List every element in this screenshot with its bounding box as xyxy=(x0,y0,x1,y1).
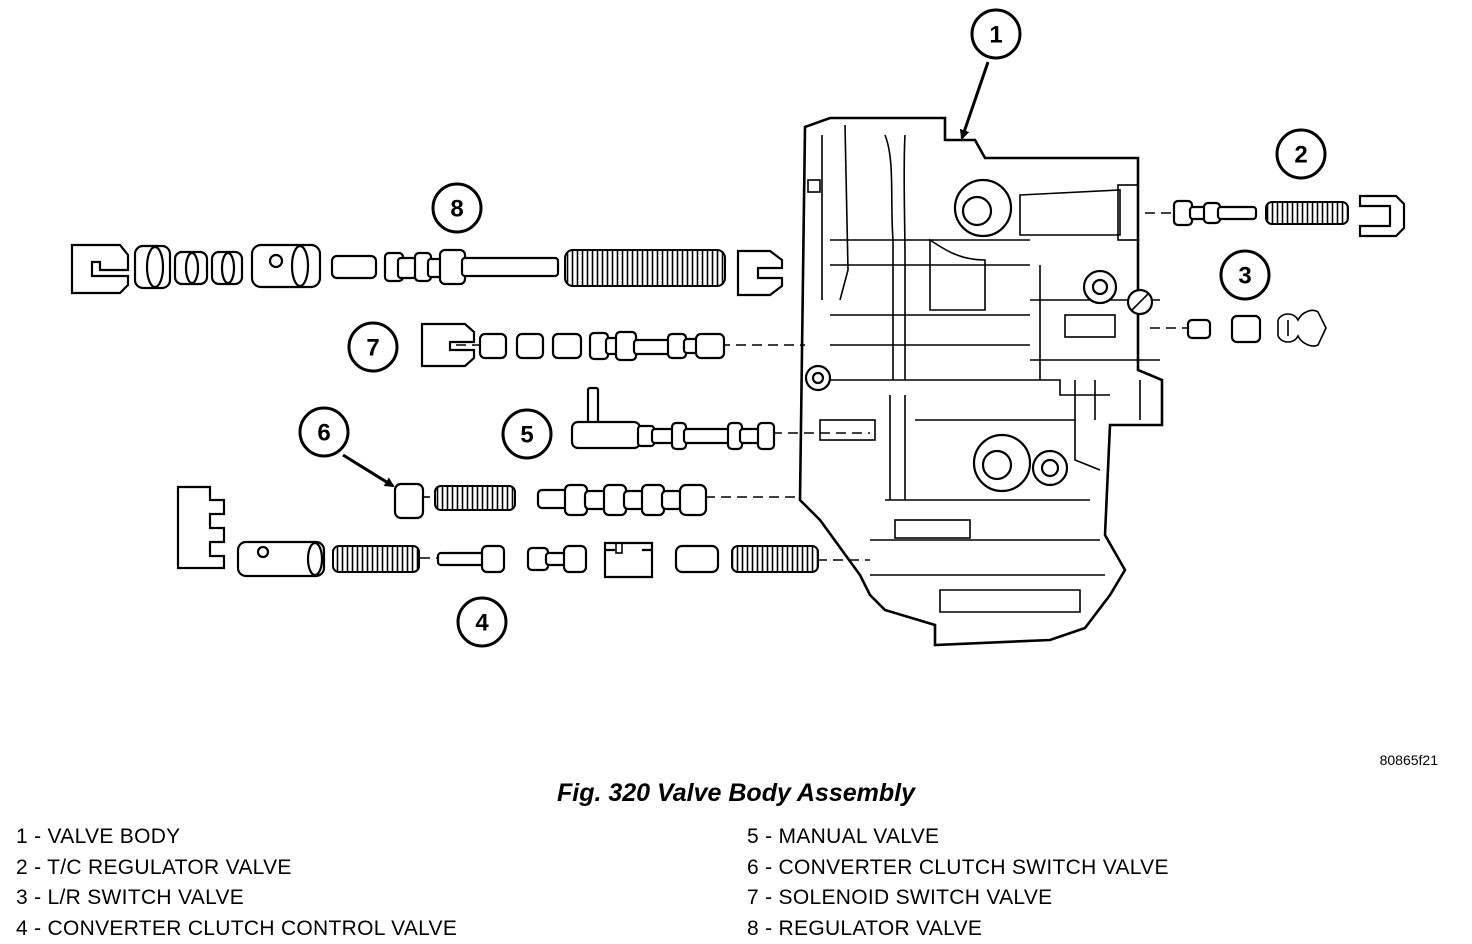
legend-item: 4 - CONVERTER CLUTCH CONTROL VALVE xyxy=(16,916,458,940)
legend-item: 2 - T/C REGULATOR VALVE xyxy=(16,855,292,879)
legend-item: 6 - CONVERTER CLUTCH SWITCH VALVE xyxy=(747,855,1169,879)
valve-body xyxy=(798,116,1164,647)
legend-item: 3 - L/R SWITCH VALVE xyxy=(16,886,245,909)
callout-6-label: 6 xyxy=(317,420,330,447)
figure-caption: Fig. 320 Valve Body Assembly xyxy=(556,779,916,807)
callout-2-label: 2 xyxy=(1294,142,1307,169)
callout-5-label: 5 xyxy=(520,422,533,449)
callout-2: 2 xyxy=(1275,128,1327,180)
legend-item: 8 - REGULATOR VALVE xyxy=(747,916,983,940)
callout-1: 1 xyxy=(970,8,1022,60)
legend-item: 5 - MANUAL VALVE xyxy=(747,825,940,848)
lr-switch-valve-parts xyxy=(1186,309,1327,347)
converter-clutch-control-valve-parts xyxy=(176,485,819,579)
regulator-valve-parts xyxy=(70,243,784,297)
legend-item: 7 - SOLENOID SWITCH VALVE xyxy=(747,886,1053,909)
legend-item: 1 - VALVE BODY xyxy=(16,825,181,848)
callout-7: 7 xyxy=(347,321,399,373)
image-code: 80865f21 xyxy=(1379,752,1438,768)
callout-3: 3 xyxy=(1219,249,1271,301)
converter-clutch-switch-valve-parts xyxy=(393,482,708,520)
callout-3-label: 3 xyxy=(1238,263,1251,290)
tc-regulator-valve-parts xyxy=(1172,194,1406,238)
legend-right-column: 5 - MANUAL VALVE 6 - CONVERTER CLUTCH SW… xyxy=(747,822,1169,944)
legend-left-column: 1 - VALVE BODY 2 - T/C REGULATOR VALVE 3… xyxy=(16,822,457,944)
callout-8-label: 8 xyxy=(450,196,463,223)
callout-6: 6 xyxy=(298,406,350,458)
callout-5: 5 xyxy=(501,408,553,460)
callout-7-label: 7 xyxy=(366,335,379,362)
callout-8: 8 xyxy=(431,182,483,234)
callout-4-label: 4 xyxy=(475,610,489,637)
callout-1-label: 1 xyxy=(989,22,1002,49)
valve-body-exploded-diagram: 1 2 3 4 5 6 7 8 xyxy=(70,8,1406,648)
solenoid-switch-valve-parts xyxy=(420,322,726,368)
manual-valve-parts xyxy=(570,386,776,451)
callout-4: 4 xyxy=(456,596,508,648)
